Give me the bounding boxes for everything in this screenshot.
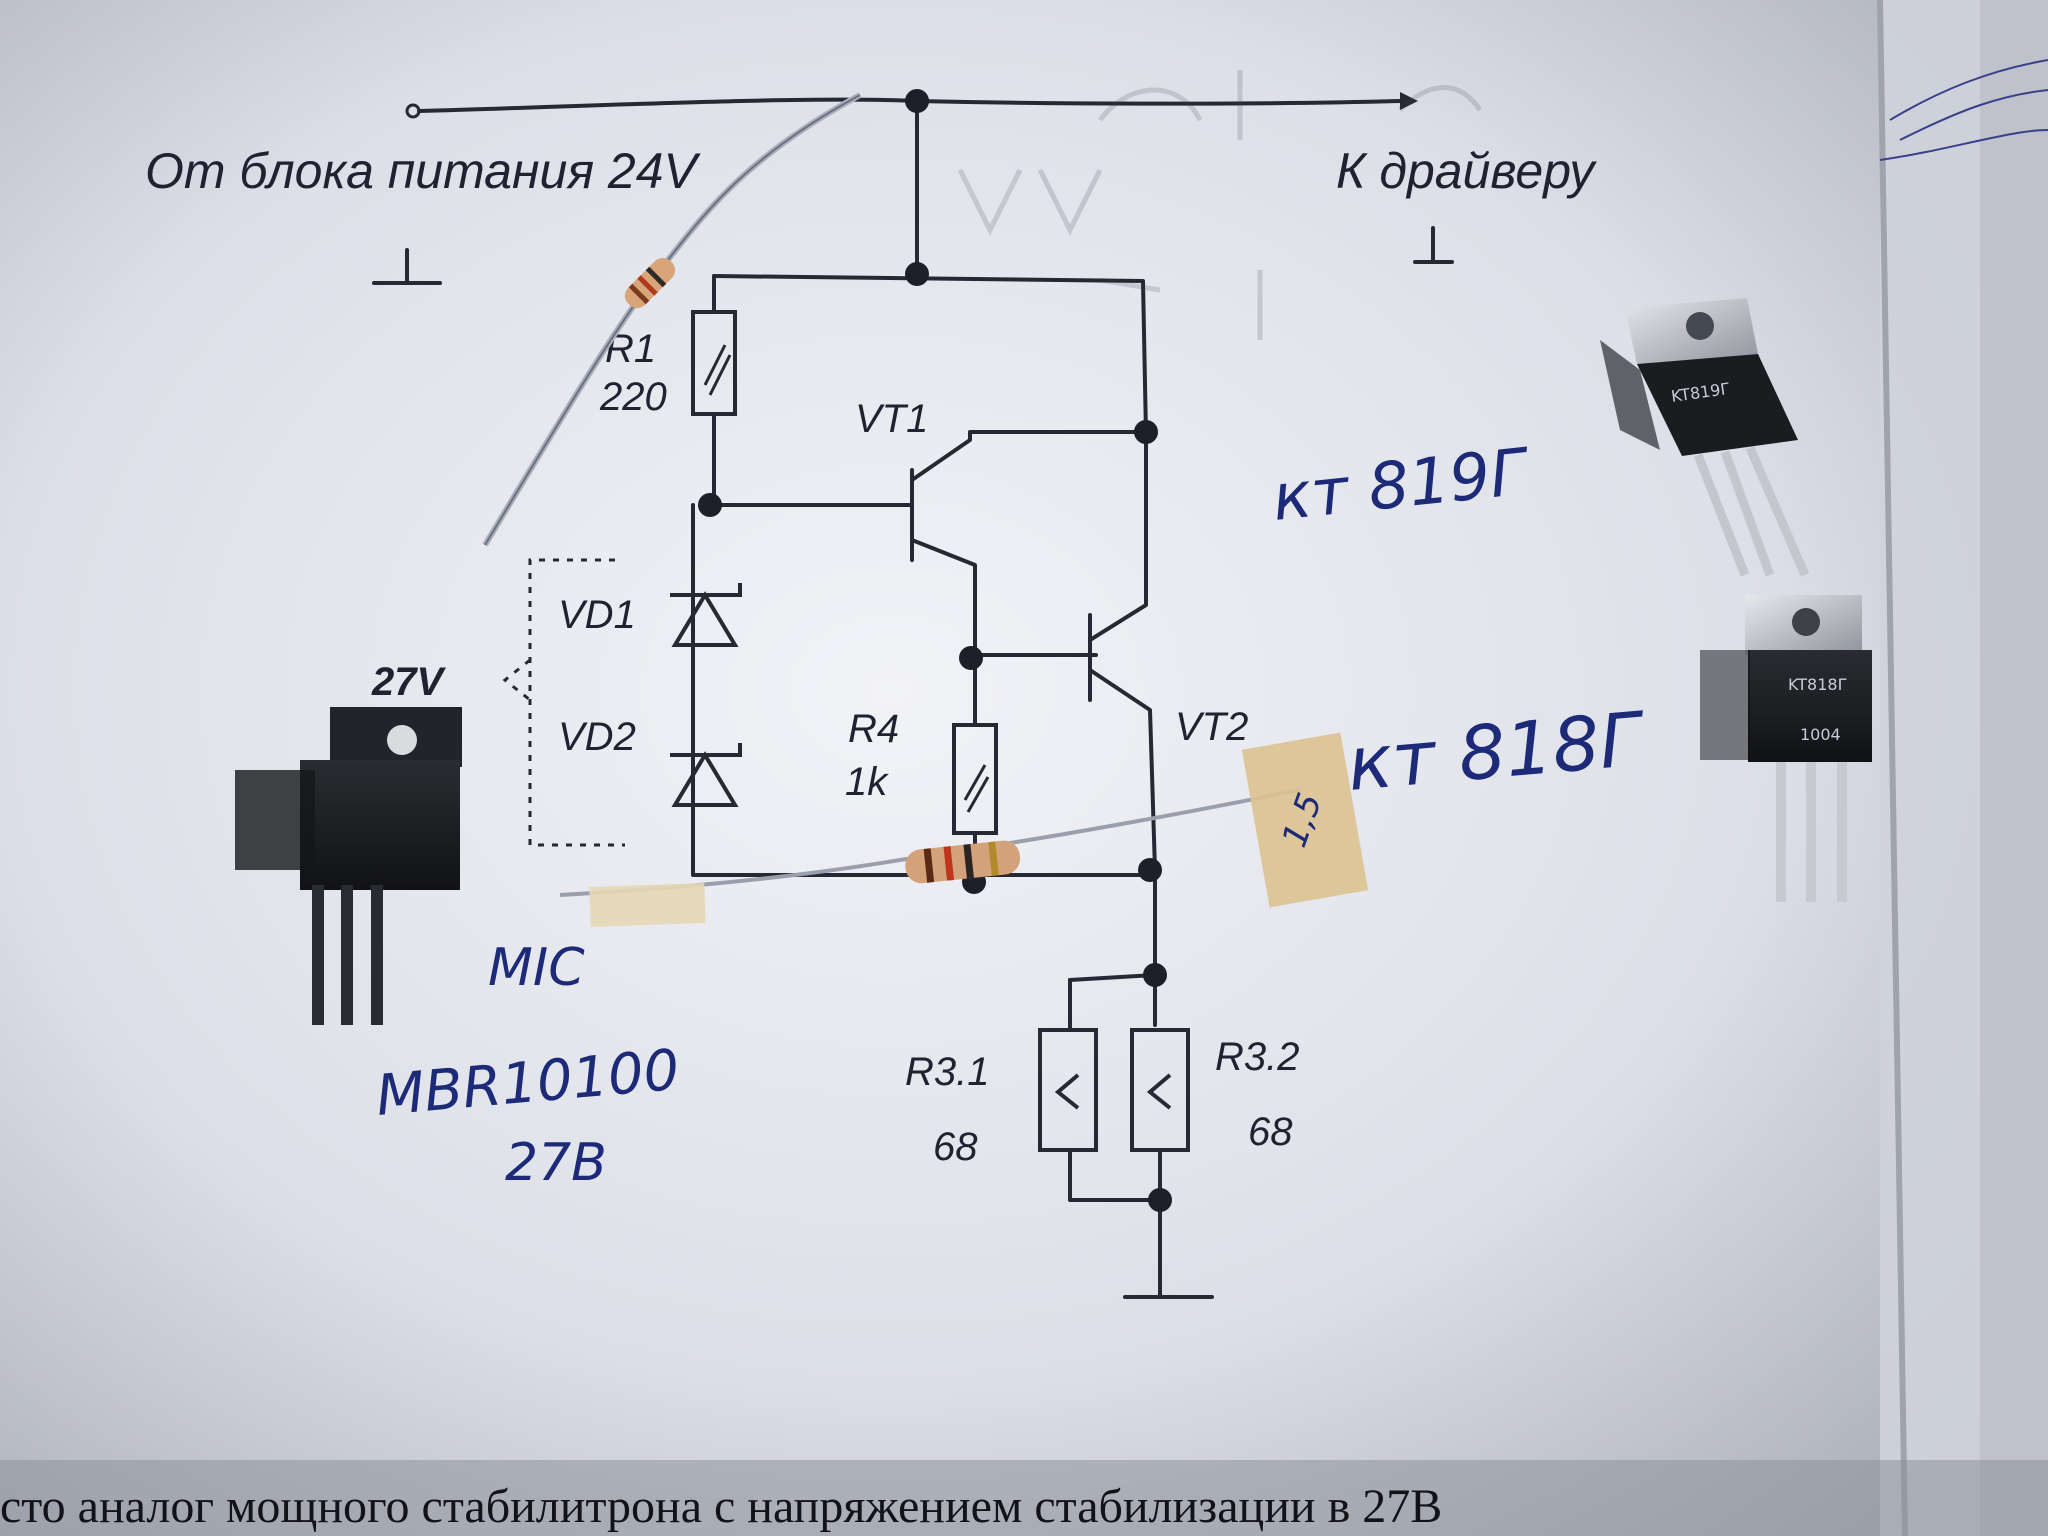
label-vd1: VD1: [558, 593, 636, 637]
axial-resistor-top: [482, 92, 862, 547]
tape-left: [589, 882, 706, 927]
handwritten-mic: MIC: [488, 938, 585, 998]
label-r1-value: 220: [599, 375, 667, 419]
chip-kt818g: KT818Г 1004: [1700, 595, 1872, 902]
zener-vd2-symbol: [670, 743, 742, 807]
chip-27v-label: 27V: [371, 660, 446, 704]
label-r3-1-value: 68: [933, 1125, 978, 1169]
threads-decoration: [1879, 59, 2048, 161]
resistor-r4-symbol: [952, 723, 998, 835]
chip-kt819g: KT819Г: [1600, 298, 1810, 577]
label-vd2: VD2: [558, 715, 636, 759]
handwritten-voltage: 27В: [505, 1133, 607, 1193]
paper-fold-shadow: [1877, 0, 1908, 1536]
label-r4-value: 1k: [845, 760, 889, 804]
label-r3-2-name: R3.2: [1215, 1035, 1300, 1079]
label-vt2: VT2: [1175, 705, 1248, 749]
label-to-driver: К драйверу: [1336, 143, 1597, 199]
zener-vd1-symbol: [670, 583, 742, 647]
chip-zener-27v: 27V: [235, 660, 462, 1025]
label-r4-name: R4: [848, 707, 899, 751]
print-through-marks: [957, 70, 1483, 340]
label-power-source: От блока питания 24V: [145, 143, 702, 199]
resistor-r3-2-symbol: [1130, 1028, 1190, 1152]
resistor-r1-symbol: [691, 310, 737, 416]
chip-818-marking: KT818Г: [1788, 675, 1847, 694]
label-vt1: VT1: [855, 397, 928, 441]
paper-bottom-dark: [0, 1460, 2048, 1536]
chip-818-code: 1004: [1800, 725, 1841, 744]
label-r3-1-name: R3.1: [905, 1050, 990, 1094]
label-r3-2-value: 68: [1248, 1110, 1293, 1154]
resistor-r3-1-symbol: [1038, 1028, 1098, 1152]
paper-right-edge: [1880, 0, 2048, 1536]
tape-right: [1241, 732, 1369, 908]
caption-text: сто аналог мощного стабилитрона с напряж…: [0, 1480, 1442, 1533]
